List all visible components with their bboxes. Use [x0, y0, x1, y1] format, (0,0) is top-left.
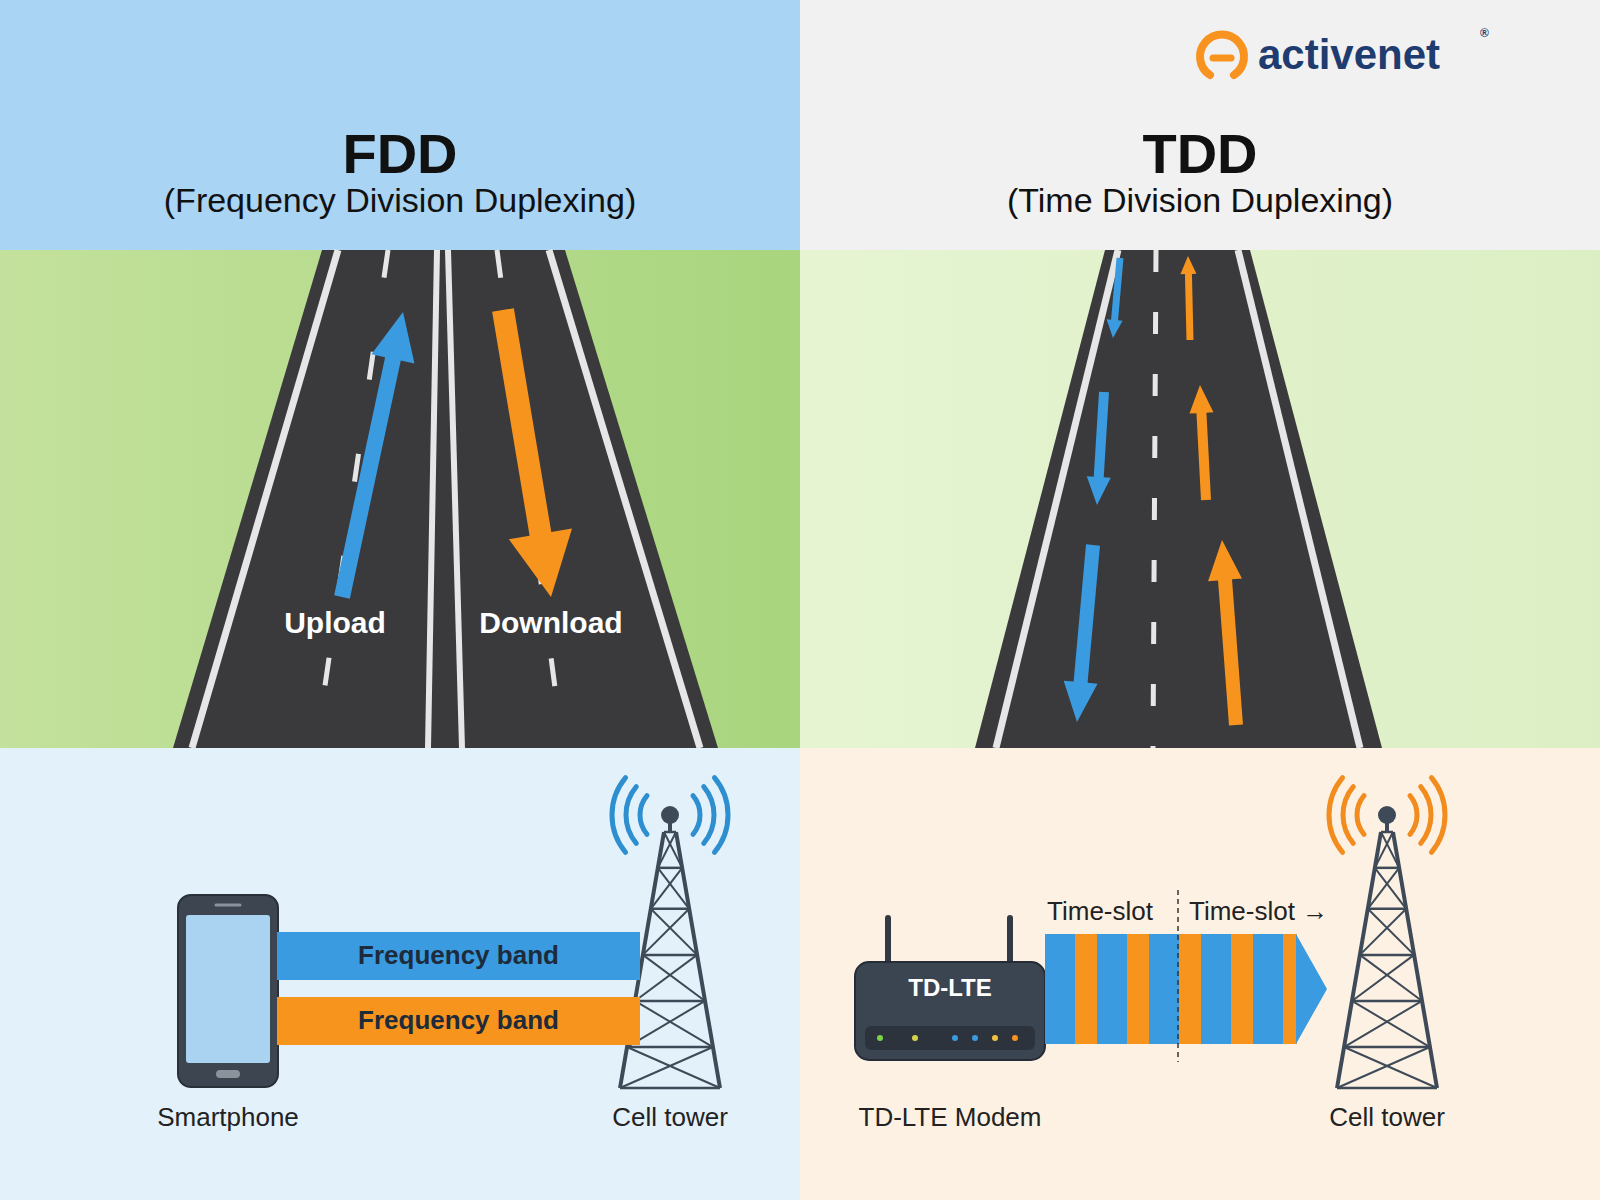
bottom-ground [800, 748, 1600, 1200]
fdd-road [173, 250, 718, 748]
logo-icon [1200, 35, 1244, 75]
cell-tower-icon [1329, 778, 1445, 1088]
frequency-band: Frequency band [277, 997, 640, 1045]
node-title: Frequency band [358, 1006, 559, 1036]
smartphone: Smartphone [178, 895, 278, 1087]
road-arrow [1064, 544, 1100, 722]
node-title: Cell tower [1329, 1103, 1445, 1133]
slot-divider [1177, 890, 1179, 1062]
brand-logo: activenet [1258, 31, 1440, 79]
node-subtitle: (Time Division Duplexing) [1007, 181, 1393, 220]
road-arrow [492, 308, 572, 597]
node-subtitle: TD-LTE Modem [859, 1103, 1042, 1133]
grass-ground [800, 250, 1600, 748]
road-arrow [1208, 540, 1243, 726]
road-arrow [1087, 392, 1111, 505]
lane-label: Upload [278, 604, 392, 643]
header-panel: FDD(Frequency Division Duplexing) [0, 0, 800, 250]
registered-mark: ® [1480, 27, 1489, 41]
cell-tower: Cell tower [1327, 800, 1447, 1090]
node-title: FDD [342, 122, 457, 186]
frequency-band: Frequency band [277, 932, 640, 980]
tdd-road [975, 250, 1382, 748]
node-title: TD-LTE [908, 974, 992, 1002]
road-arrow [1189, 385, 1213, 500]
node-title: Smartphone [157, 1103, 299, 1133]
grass-ground [0, 250, 800, 748]
road-arrow [334, 312, 414, 599]
modem-icon [855, 918, 1045, 1060]
cell-tower: Cell tower [610, 800, 730, 1090]
time-slot-label: Time-slot [1047, 897, 1153, 927]
time-slot-band [1045, 934, 1327, 1044]
road-arrow [1107, 258, 1124, 338]
node-subtitle: (Frequency Division Duplexing) [164, 181, 636, 220]
road-arrow [1180, 256, 1196, 340]
node-title: Frequency band [358, 941, 559, 971]
header-ground [0, 0, 800, 250]
bottom-ground [0, 748, 800, 1200]
node-title: TDD [1142, 122, 1257, 186]
lane-label: Download [473, 604, 628, 643]
tower-icons [612, 778, 1445, 1088]
header-ground [800, 0, 1600, 250]
smartphone-icon [178, 895, 278, 1087]
time-slot-label: Time-slot → [1189, 897, 1328, 927]
modem: TD-LTETD-LTE Modem [855, 962, 1045, 1060]
direction-arrows [334, 256, 1243, 726]
node-title: Cell tower [612, 1103, 728, 1133]
